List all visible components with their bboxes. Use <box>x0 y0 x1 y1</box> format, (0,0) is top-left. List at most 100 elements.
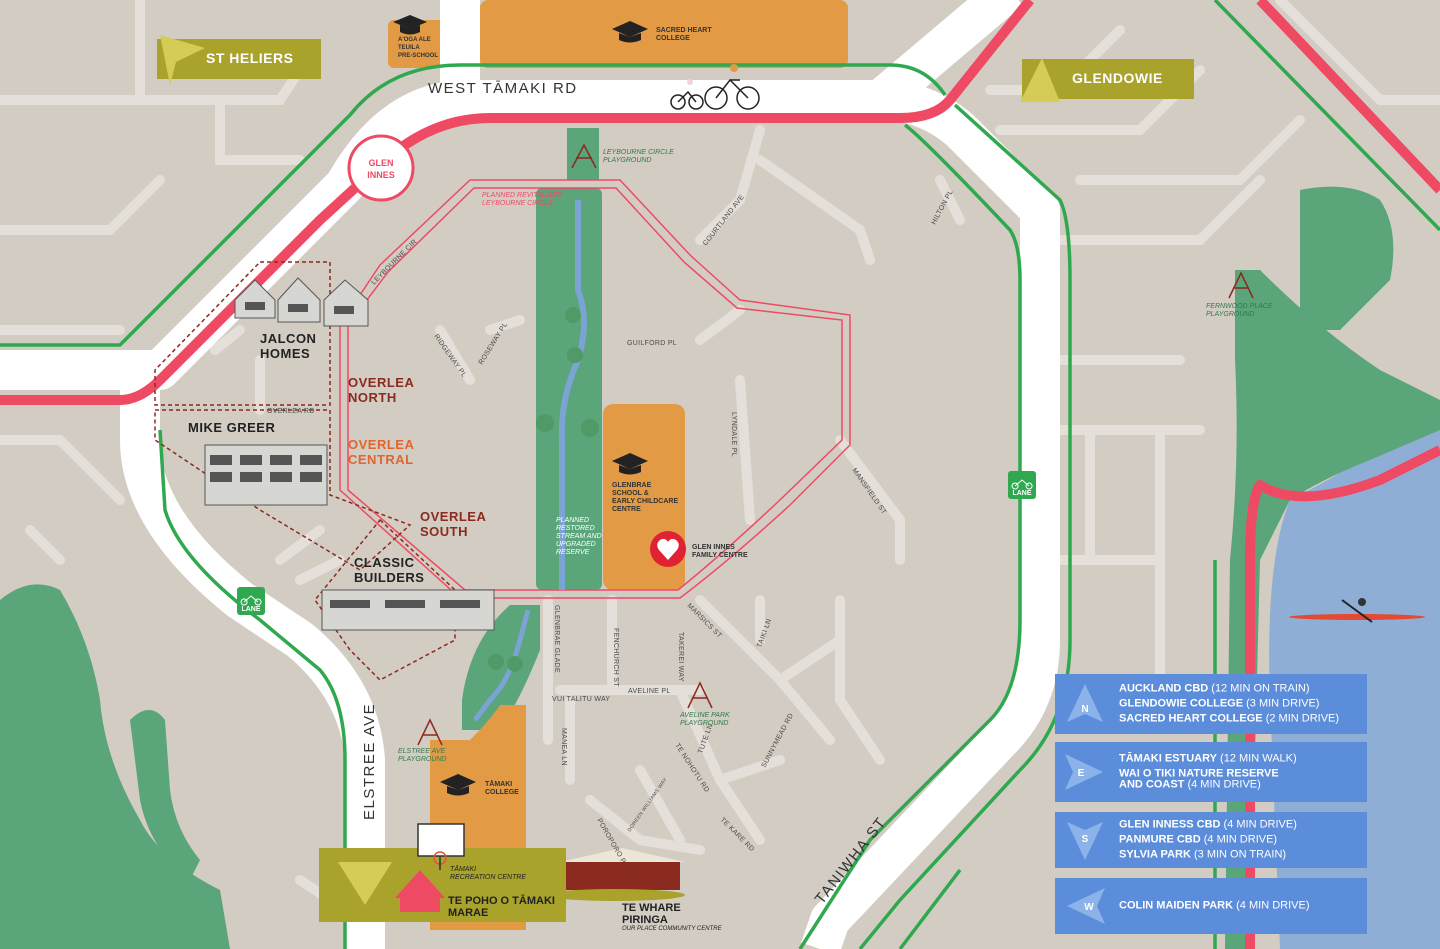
glenbrae-glade-label: GLENBRAE GLADE <box>553 605 560 673</box>
marae-line2: MARAE <box>448 907 488 919</box>
aoga-line1: A'OGA ALE <box>398 37 431 43</box>
elstree-playground-line2: PLAYGROUND <box>398 756 447 763</box>
stream-line3: STREAM AND <box>556 533 602 540</box>
legend-east: E TĀMAKI ESTUARY (12 MIN WALK) WAI O TIK… <box>1055 742 1367 802</box>
whare-building <box>545 848 685 901</box>
legend-south: S GLEN INNESS CBD (4 MIN DRIVE) PANMURE … <box>1055 812 1367 868</box>
family-centre-line1: GLEN INNES <box>692 544 735 551</box>
classic-line2: BUILDERS <box>354 570 424 585</box>
takerei-way-label: TAKEREI WAY <box>677 632 684 682</box>
development-outlines <box>154 261 456 681</box>
st-heliers-label: ST HELIERS <box>206 50 293 66</box>
aoga-line3: PRE-SCHOOL <box>398 53 438 59</box>
legend-item: AND COAST (4 MIN DRIVE) <box>1119 778 1261 791</box>
rec-centre-line2: RECREATION CENTRE <box>450 874 526 881</box>
compass-west-icon: W <box>1063 884 1107 928</box>
svg-text:N: N <box>1081 704 1088 715</box>
glen-innes-line2: INNES <box>367 170 395 180</box>
family-centre-heart-icon <box>650 531 686 567</box>
svg-text:E: E <box>1078 768 1085 779</box>
mike-greer-label: MIKE GREER <box>188 420 275 435</box>
tamaki-college-line2: COLLEGE <box>485 789 519 796</box>
legend-item: SYLVIA PARK (3 MIN ON TRAIN) <box>1119 848 1287 861</box>
elstree-ave-label: ELSTREE AVE <box>361 703 378 820</box>
fenchurch-st-label: FENCHURCH ST <box>612 628 619 687</box>
lyndale-pl-label: LYNDALE PL <box>730 412 737 457</box>
glenbrae-line1: GLENBRAE <box>612 482 652 489</box>
aoga-line2: TEUILA <box>398 45 420 51</box>
st-heliers-sign <box>157 35 321 85</box>
south-sign <box>319 848 566 922</box>
aveline-pl-label: AVELINE PL <box>628 688 671 695</box>
stream-line1: PLANNED <box>556 517 589 524</box>
leybourne-plan-line2: LEYBOURNE CIRCLE <box>482 200 553 207</box>
legend-item: SACRED HEART COLLEGE (2 MIN DRIVE) <box>1119 712 1340 725</box>
trees <box>488 307 599 672</box>
overlea-central-line2: CENTRAL <box>348 452 414 467</box>
west-tamaki-rd-label: WEST TĀMAKI RD <box>428 80 578 97</box>
sacred-heart-line1: SACRED HEART <box>656 27 712 34</box>
legend-item: COLIN MAIDEN PARK (4 MIN DRIVE) <box>1119 899 1310 912</box>
legend-item: PANMURE CBD (4 MIN DRIVE) <box>1119 833 1278 846</box>
guilford-pl-label: GUILFORD PL <box>627 340 677 347</box>
glendowie-sign <box>1020 58 1194 102</box>
compass-east-icon: E <box>1063 750 1107 794</box>
vui-talitu-way-label: VUI TALITU WAY <box>552 696 610 703</box>
leybourne-plan-line1: PLANNED REVITALISED <box>482 192 562 199</box>
overlea-south-line2: SOUTH <box>420 524 468 539</box>
glenbrae-line2: SCHOOL & <box>612 490 649 497</box>
compass-south-icon: S <box>1063 818 1107 862</box>
rec-centre-line1: TĀMAKI <box>450 865 476 873</box>
tamaki-college-line1: TĀMAKI <box>485 780 512 788</box>
classic-line1: CLASSIC <box>354 555 415 570</box>
legend-item: AUCKLAND CBD (12 MIN ON TRAIN) <box>1119 682 1310 695</box>
aveline-playground-line1: AVELINE PARK <box>679 712 730 719</box>
jalcon-line1: JALCON <box>260 331 316 346</box>
overlea-north-line2: NORTH <box>348 390 397 405</box>
legend-item: GLENDOWIE COLLEGE (3 MIN DRIVE) <box>1119 697 1320 710</box>
glenbrae-line4: CENTRE <box>612 506 641 513</box>
aveline-playground-line2: PLAYGROUND <box>680 720 729 727</box>
jalcon-line2: HOMES <box>260 346 310 361</box>
legend-item: TĀMAKI ESTUARY (12 MIN WALK) <box>1119 752 1297 765</box>
sacred-heart-line2: COLLEGE <box>656 35 690 42</box>
overlea-rd-label: OVERLEA RD <box>267 408 315 415</box>
whare-line1: TE WHARE <box>622 902 681 914</box>
overlea-north-line1: OVERLEA <box>348 375 414 390</box>
svg-text:W: W <box>1084 902 1094 913</box>
whare-line2: PIRINGA <box>622 914 668 926</box>
glenbrae-line3: EARLY CHILDCARE <box>612 498 678 505</box>
fernwood-playground-line2: PLAYGROUND <box>1206 311 1255 318</box>
leybourne-playground-line2: PLAYGROUND <box>603 157 652 164</box>
minor-roads <box>0 0 1440 905</box>
bike-icon-west <box>240 595 262 606</box>
kayak-illustration <box>1289 598 1425 623</box>
whare-sub: OUR PLACE COMMUNITY CENTRE <box>622 926 723 932</box>
stream-line5: RESERVE <box>556 549 590 556</box>
glen-innes-line1: GLEN <box>368 158 393 168</box>
cyclists-illustration <box>670 64 760 110</box>
overlea-south-line1: OVERLEA <box>420 509 486 524</box>
fernwood-playground-line1: FERNWOOD PLACE <box>1206 303 1273 310</box>
bike-lane-badge-west <box>237 587 265 615</box>
svg-text:S: S <box>1082 834 1089 845</box>
playground-icons <box>417 143 1254 746</box>
bike-lane-badge-east <box>1008 471 1036 499</box>
family-centre-line2: FAMILY CENTRE <box>692 552 748 559</box>
stream-line2: RESTORED <box>556 525 595 532</box>
legend-item: WAI O TIKI NATURE RESERVE <box>1119 767 1279 780</box>
bike-lane-east-label: LANE <box>1012 490 1031 497</box>
bike-lane-west-label: LANE <box>241 606 260 613</box>
legend-north: N AUCKLAND CBD (12 MIN ON TRAIN) GLENDOW… <box>1055 674 1367 734</box>
bike-icon-east <box>1011 479 1033 490</box>
compass-north-icon: N <box>1063 682 1107 726</box>
marae-line1: TE POHO O TĀMAKI <box>448 895 555 907</box>
legend-west: W COLIN MAIDEN PARK (4 MIN DRIVE) <box>1055 878 1367 934</box>
elstree-playground-line1: ELSTREE AVE <box>398 748 446 755</box>
leybourne-playground-line1: LEYBOURNE CIRCLE <box>603 149 674 156</box>
basketball-hoop-icon <box>417 823 465 870</box>
glendowie-label: GLENDOWIE <box>1072 70 1163 86</box>
